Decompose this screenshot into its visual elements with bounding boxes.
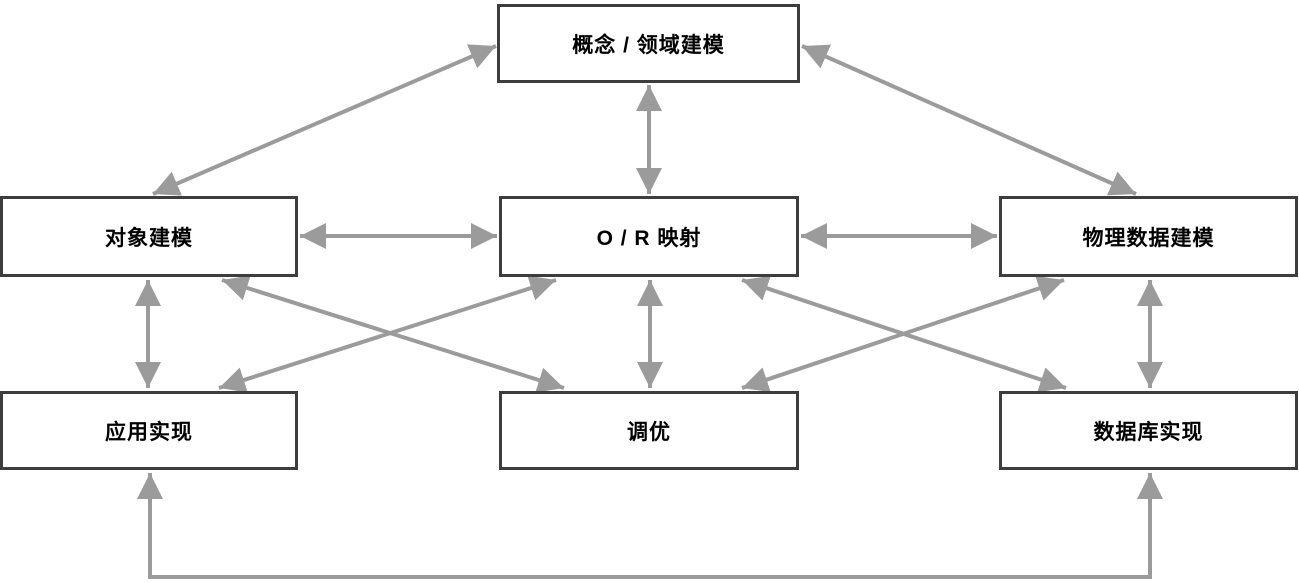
node-concept-domain-modeling-label: 概念 / 领域建模	[572, 33, 725, 57]
edge-tuning-physical-data-modeling	[741, 275, 1065, 393]
edge-app-implementation-db-implementation	[137, 473, 1163, 579]
node-object-modeling: 对象建模	[0, 196, 298, 277]
node-app-implementation: 应用实现	[0, 391, 298, 470]
node-tuning: 调优	[499, 391, 799, 470]
node-object-modeling-label: 对象建模	[105, 226, 193, 250]
edge-app-implementation-or-mapping	[218, 275, 557, 393]
node-concept-domain-modeling: 概念 / 领域建模	[497, 4, 800, 83]
node-or-mapping: O / R 映射	[499, 196, 799, 277]
edge-concept-physical-data-modeling	[801, 44, 1137, 196]
node-db-implementation-label: 数据库实现	[1093, 420, 1204, 444]
node-app-implementation-label: 应用实现	[105, 420, 193, 444]
node-or-mapping-label: O / R 映射	[596, 226, 702, 250]
node-physical-data-modeling-label: 物理数据建模	[1082, 226, 1215, 250]
node-tuning-label: 调优	[627, 420, 671, 444]
edge-concept-object-modeling	[152, 44, 497, 196]
node-db-implementation: 数据库实现	[999, 391, 1298, 470]
node-physical-data-modeling: 物理数据建模	[999, 196, 1298, 277]
